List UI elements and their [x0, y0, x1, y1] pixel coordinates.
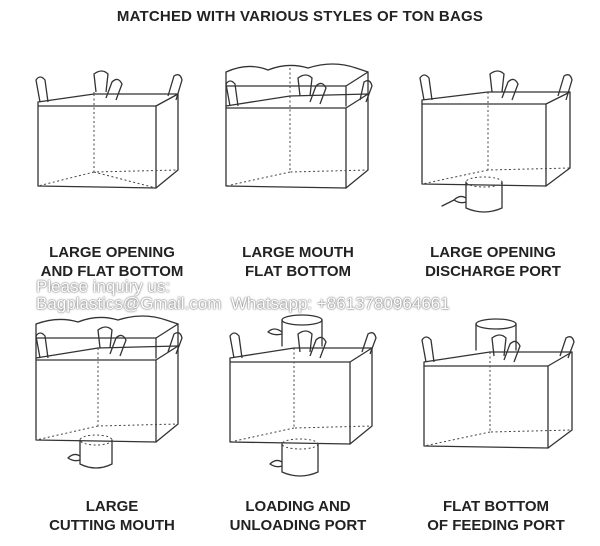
bag-large-opening-flat-bottom — [28, 68, 188, 198]
bag-large-mouth-flat-bottom — [218, 60, 378, 200]
caption-loading-and-unloading-port: LOADING AND UNLOADING PORT — [229, 498, 367, 534]
caption-large-opening-flat-bottom: LARGE OPENING AND FLAT BOTTOM — [40, 244, 184, 280]
bag-illustration — [225, 63, 373, 189]
caption-flat-bottom-of-feeding-port: FLAT BOTTOM OF FEEDING PORT — [427, 498, 565, 534]
bag-large-opening-discharge-port — [412, 66, 582, 226]
caption-large-cutting-mouth: LARGE CUTTING MOUTH — [49, 498, 175, 534]
caption-large-mouth-flat-bottom: LARGE MOUTH FLAT BOTTOM — [242, 244, 354, 280]
bag-illustration — [35, 315, 183, 469]
bag-illustration — [229, 314, 377, 477]
bag-illustration — [35, 70, 183, 189]
bag-loading-and-unloading-port — [222, 312, 382, 492]
watermark-line-1: Please inquiry us: — [36, 277, 171, 296]
bag-illustration — [421, 318, 575, 449]
caption-large-opening-discharge-port: LARGE OPENING DISCHARGE PORT — [425, 244, 561, 280]
bag-illustration — [419, 70, 573, 213]
page-title: MATCHED WITH VARIOUS STYLES OF TON BAGS — [116, 8, 484, 25]
bag-flat-bottom-of-feeding-port — [414, 314, 584, 484]
bag-large-cutting-mouth — [28, 315, 188, 488]
watermark-line-2: Bagplastics@Gmail.com Whatsapp: +8613780… — [36, 294, 450, 313]
